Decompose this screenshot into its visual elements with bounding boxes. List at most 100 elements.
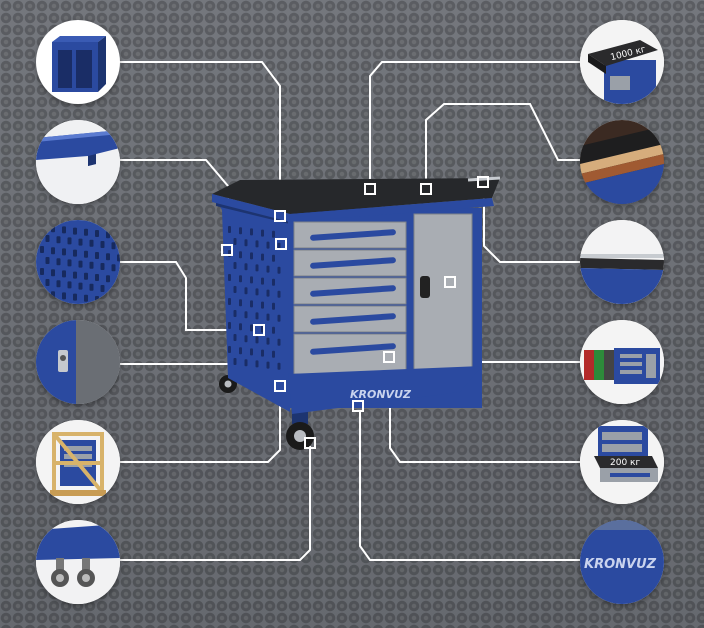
perforation-slot (228, 226, 231, 233)
worktop (212, 178, 500, 214)
perforation-slot (244, 359, 248, 367)
perforation-slot (56, 302, 61, 304)
perforation-slot (62, 292, 66, 300)
callout-top-frame[interactable] (36, 20, 120, 104)
marker-handle-bar[interactable] (477, 176, 489, 188)
perforation-slot (250, 252, 253, 260)
perforated-panel-icon (36, 220, 120, 304)
leader-line-load-mat (369, 61, 584, 186)
perforation-slot (67, 303, 72, 304)
drawer-stack (293, 221, 407, 375)
leader-line-crate (116, 390, 281, 463)
callout-mat-layers[interactable] (580, 120, 664, 204)
callout-brand-logo[interactable]: KRONVUZ (580, 520, 664, 604)
perforation-slot (111, 242, 116, 250)
load-drawer-label: 200 кг (610, 458, 640, 468)
base-logo: KRONVUZ (350, 388, 412, 401)
callout-handle-bar[interactable] (580, 220, 664, 304)
perforation-slot (244, 239, 248, 247)
perforation-slot (266, 265, 270, 273)
perforation-slot (117, 298, 120, 304)
perforation-slot (244, 263, 248, 271)
callout-load-mat[interactable]: 1000 кг (580, 20, 664, 104)
brand-logo-icon: KRONVUZ (580, 520, 664, 604)
marker-color-options[interactable] (444, 276, 456, 288)
profile-edge-icon (36, 120, 120, 204)
perforation-slot (250, 348, 253, 356)
perforation-slot (277, 362, 281, 370)
perforation-slot (84, 228, 88, 236)
perforation-slot (228, 298, 231, 305)
perforation-slot (239, 323, 242, 331)
tool-cabinet: KRONVUZ (212, 176, 501, 450)
marker-profile-edge[interactable] (221, 244, 233, 256)
perforation-slot (266, 241, 270, 249)
perforation-slot (106, 231, 110, 239)
cabinet-base (288, 366, 482, 414)
leader-line-handle-bar (483, 186, 584, 263)
callout-drawer-load[interactable]: 200 кг (580, 420, 664, 504)
perforation-slot (45, 279, 50, 286)
perforation-slot (111, 264, 116, 272)
perforation-grid (228, 226, 281, 370)
load-mat-icon: 1000 кг (580, 20, 664, 104)
marker-side-lock[interactable] (275, 238, 287, 250)
perforation-slot (233, 286, 237, 293)
lock-icon (36, 320, 120, 404)
perforation-slot (250, 300, 253, 308)
perforation-slot (51, 269, 55, 277)
caster-icon (36, 520, 120, 604)
door-lock (420, 276, 430, 298)
perforation-slot (233, 310, 237, 317)
perforation-slot (95, 252, 99, 259)
callout-wooden-crate[interactable] (36, 420, 120, 504)
perforation-slot (78, 238, 83, 246)
perforation-slot (277, 314, 281, 322)
perforation-slot (261, 229, 264, 237)
perforation-slot (261, 277, 264, 285)
perforation-slot (73, 271, 77, 279)
callout-color-options[interactable] (580, 320, 664, 404)
perforation-slot (250, 324, 253, 332)
perforation-slot (84, 294, 88, 302)
marker-crate[interactable] (274, 380, 286, 392)
perforation-slot (255, 336, 259, 344)
perforation-slot (40, 246, 44, 253)
perforation-slot (40, 290, 44, 297)
leader-line-casters (116, 446, 311, 561)
marker-top-frame[interactable] (274, 210, 286, 222)
perforation-slot (100, 285, 105, 292)
marker-brand[interactable] (352, 400, 364, 412)
marker-load-mat[interactable] (364, 183, 376, 195)
marker-casters[interactable] (304, 437, 316, 449)
perforation-slot (244, 287, 248, 295)
perforation-slot (272, 302, 275, 310)
perforation-slot (51, 225, 55, 233)
callout-profile-edge[interactable] (36, 120, 120, 204)
perforation-slot (255, 264, 259, 272)
perforation-slot (106, 275, 110, 283)
marker-mat-layers[interactable] (420, 183, 432, 195)
marker-perforated-panel[interactable] (253, 324, 265, 336)
perforation-slot (73, 293, 77, 301)
marker-drawer-load[interactable] (383, 351, 395, 363)
callout-side-lock[interactable] (36, 320, 120, 404)
perforation-slot (272, 350, 275, 358)
perforation-slot (89, 239, 94, 247)
perforation-slot (233, 334, 237, 341)
perforation-slot (78, 260, 83, 268)
perforation-slot (51, 291, 55, 299)
perforation-slot (117, 276, 120, 284)
perforation-slot (56, 280, 61, 288)
callout-perforated-panel[interactable] (36, 220, 120, 304)
perforation-slot (89, 261, 94, 269)
callout-casters[interactable] (36, 520, 120, 604)
crate-icon (36, 420, 120, 504)
perforation-slot (95, 296, 99, 303)
perforation-slot (239, 227, 242, 235)
perforation-slot (266, 313, 270, 321)
perforation-slot (239, 347, 242, 355)
perforation-slot (117, 254, 120, 262)
perforation-slot (272, 326, 275, 334)
perforation-slot (261, 349, 264, 357)
